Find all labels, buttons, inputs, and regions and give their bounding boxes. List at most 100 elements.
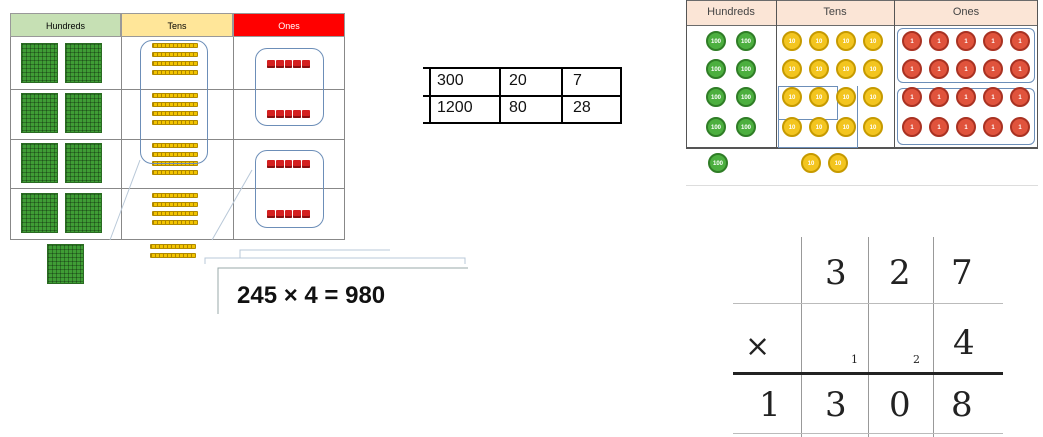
- ten-counter: 10: [836, 117, 856, 137]
- grid-cell: 20: [509, 72, 527, 89]
- one-counter: 1: [902, 117, 922, 137]
- ones-header: Ones: [233, 13, 345, 37]
- ten-counter: 10: [828, 153, 848, 173]
- hundred-flat: [21, 43, 58, 83]
- answer-digit: 0: [889, 385, 911, 425]
- ten-rod: [152, 120, 198, 125]
- hundred-flat: [65, 193, 102, 233]
- one-counter: 1: [902, 31, 922, 51]
- tens-regroup-outline: [140, 40, 208, 164]
- ten-rod: [152, 170, 198, 175]
- ten-rod: [152, 193, 198, 198]
- hundred-counter: 100: [706, 117, 726, 137]
- answer-digit: 8: [951, 385, 973, 425]
- ones-cubes: [267, 210, 310, 218]
- multiply-sign: ×: [745, 329, 771, 364]
- answer-digit: 3: [825, 385, 847, 425]
- ten-counter: 10: [863, 117, 883, 137]
- ones-header: Ones: [952, 6, 980, 18]
- hundreds-header: Hundreds: [707, 6, 755, 18]
- one-counter: 1: [1010, 59, 1030, 79]
- digit: 7: [951, 253, 973, 293]
- ten-rod: [152, 52, 198, 57]
- one-counter: 1: [956, 59, 976, 79]
- hundred-flat: [65, 43, 102, 83]
- digit: 3: [825, 253, 847, 293]
- one-counter: 1: [1010, 31, 1030, 51]
- multiplier-digit: 4: [953, 323, 975, 363]
- tens-header: Tens: [823, 6, 847, 18]
- tens-header: Tens: [121, 13, 233, 37]
- ten-rod: [152, 202, 198, 207]
- ones-cubes: [267, 60, 310, 68]
- digit: 2: [889, 253, 911, 293]
- ten-rod: [152, 143, 198, 148]
- one-counter: 1: [929, 87, 949, 107]
- hundreds-header: Hundreds: [10, 13, 121, 37]
- hundred-counter: 100: [736, 87, 756, 107]
- hundred-flat: [21, 93, 58, 133]
- ten-counter: 10: [809, 117, 829, 137]
- ten-counter: 10: [782, 117, 802, 137]
- grid-cell: 80: [509, 99, 527, 116]
- ten-counter: 10: [863, 59, 883, 79]
- ten-counter: 10: [782, 31, 802, 51]
- ten-rod: [152, 102, 198, 107]
- one-counter: 1: [902, 87, 922, 107]
- one-counter: 1: [983, 87, 1003, 107]
- one-counter: 1: [929, 59, 949, 79]
- one-counter: 1: [929, 117, 949, 137]
- ten-rod: [152, 111, 198, 116]
- hundred-counter: 100: [706, 87, 726, 107]
- hundred-flat: [21, 143, 58, 183]
- ten-rod: [152, 93, 198, 98]
- one-counter: 1: [956, 117, 976, 137]
- hundred-flat: [65, 143, 102, 183]
- grid-method-table: 300 20 7 1200 80 28: [423, 67, 622, 124]
- tens-regroup-outline: [778, 86, 858, 148]
- ones-cubes: [267, 110, 310, 118]
- grid-cell: 7: [573, 72, 582, 89]
- ten-counter: 10: [809, 87, 829, 107]
- ten-counter: 10: [782, 87, 802, 107]
- ten-counter: 10: [836, 87, 856, 107]
- ones-regroup-outline: [897, 28, 1035, 83]
- regrouped-ten-rod: [150, 244, 196, 249]
- ten-counter: 10: [809, 59, 829, 79]
- ten-counter: 10: [863, 31, 883, 51]
- regrouped-hundred-flat: [47, 244, 84, 284]
- ten-counter: 10: [836, 59, 856, 79]
- ten-counter: 10: [801, 153, 821, 173]
- one-counter: 1: [902, 59, 922, 79]
- base-ten-place-value-table: Hundreds Tens Ones: [10, 13, 345, 240]
- carry-digit: 1: [851, 353, 858, 366]
- one-counter: 1: [983, 117, 1003, 137]
- hundred-counter: 100: [708, 153, 728, 173]
- ones-regroup-outline: [255, 150, 324, 228]
- hundred-counter: 100: [706, 31, 726, 51]
- equation: 245 × 4 = 980: [237, 282, 386, 309]
- one-counter: 1: [1010, 117, 1030, 137]
- hundred-flat: [21, 193, 58, 233]
- ten-counter: 10: [782, 59, 802, 79]
- hundred-counter: 100: [736, 117, 756, 137]
- grid-cell: 300: [437, 72, 464, 89]
- one-counter: 1: [929, 31, 949, 51]
- hundred-counter: 100: [736, 31, 756, 51]
- ten-rod: [152, 220, 198, 225]
- answer-digit: 1: [759, 385, 781, 425]
- one-counter: 1: [956, 31, 976, 51]
- grid-cell: 1200: [437, 99, 473, 116]
- hundred-flat: [65, 93, 102, 133]
- column-method: 3 2 7 × 1 2 4 1 3 0 8: [733, 237, 1003, 437]
- ten-counter: 10: [863, 87, 883, 107]
- one-counter: 1: [983, 31, 1003, 51]
- hundred-counter: 100: [706, 59, 726, 79]
- ones-cubes: [267, 160, 310, 168]
- ten-rod: [152, 61, 198, 66]
- one-counter: 1: [983, 59, 1003, 79]
- ten-counter: 10: [809, 31, 829, 51]
- ones-regroup-outline: [255, 48, 324, 126]
- grid-cell: 28: [573, 99, 591, 116]
